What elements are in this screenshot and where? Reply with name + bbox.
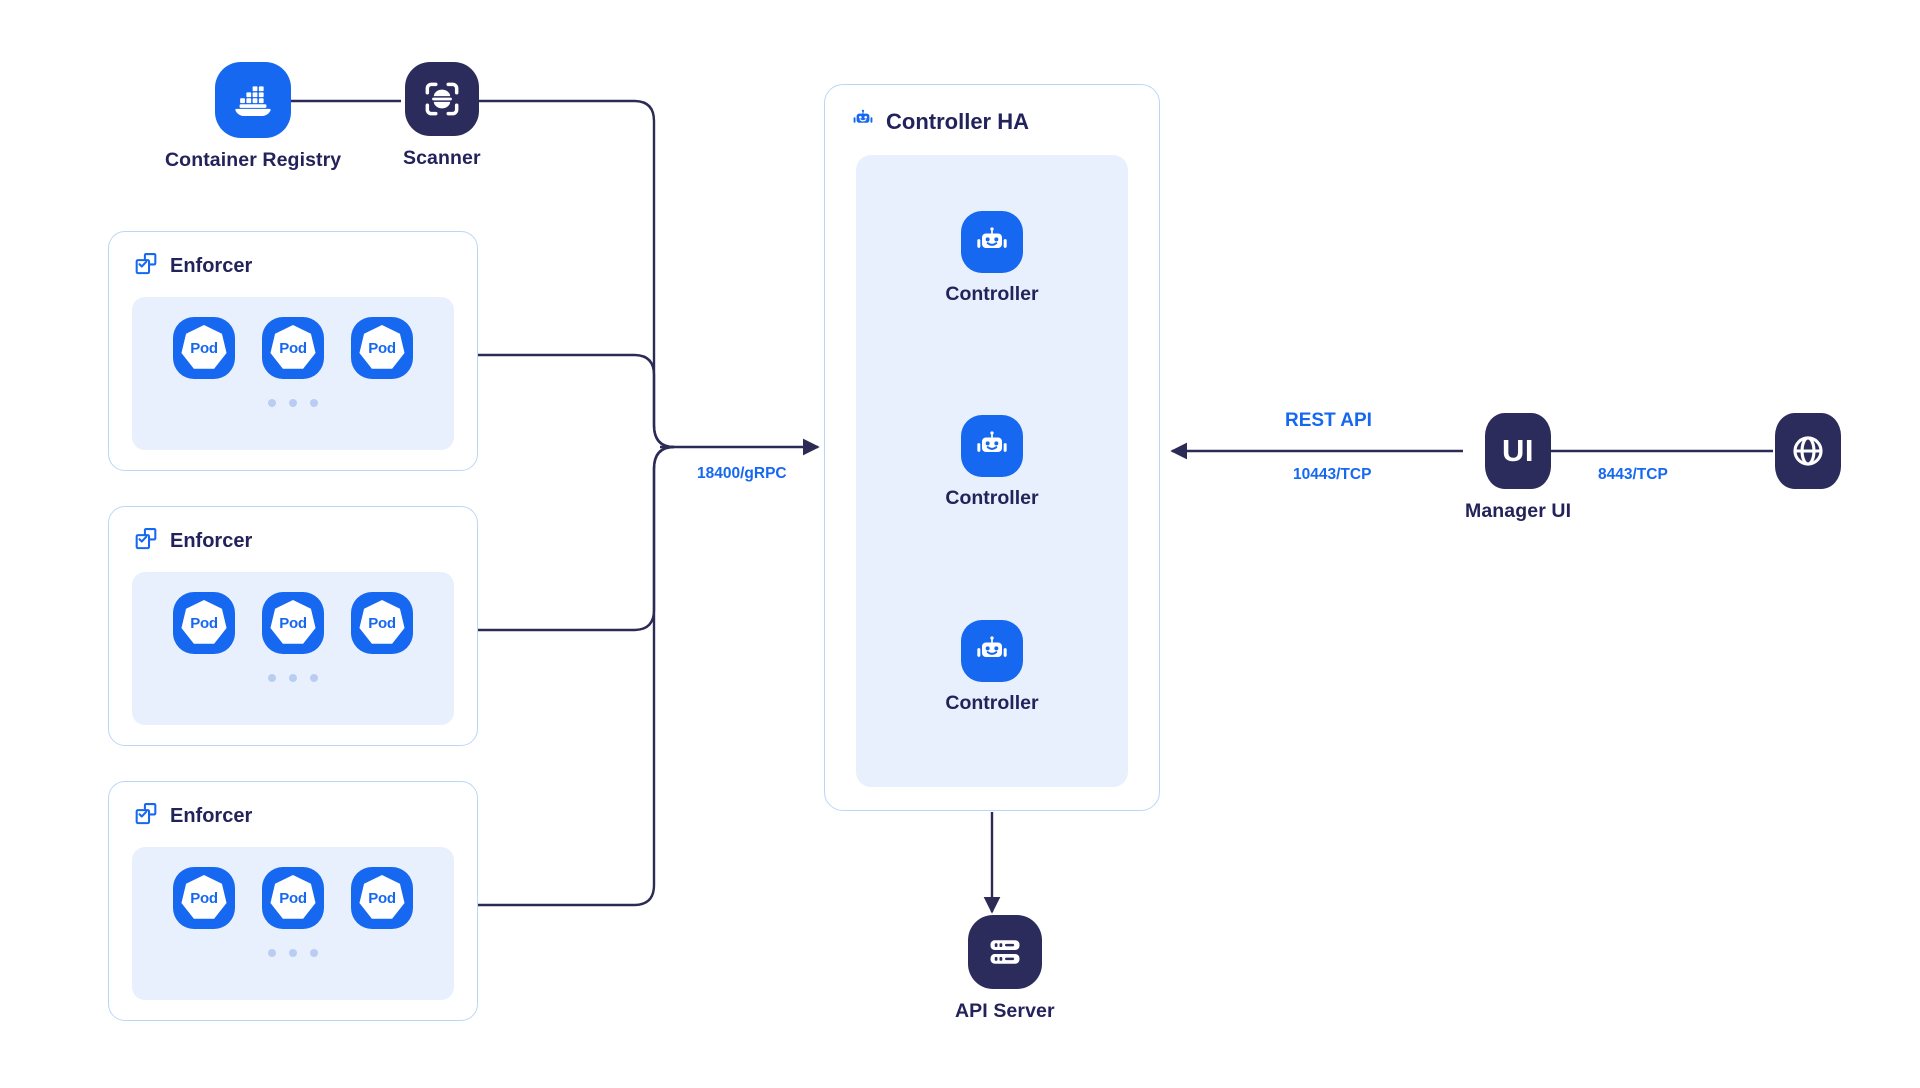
pod-label: Pod (368, 614, 396, 632)
controller-ha-title: Controller HA (886, 108, 1029, 134)
pod[interactable]: Pod (173, 317, 235, 379)
pods-overflow-dots-1 (132, 399, 454, 407)
enforcer-card-3[interactable]: Enforcer Pod Pod Pod (108, 781, 478, 1021)
pod[interactable]: Pod (173, 867, 235, 929)
enforcer-header-1: Enforcer (109, 232, 477, 282)
controller-label-1: Controller (945, 283, 1039, 305)
enforcer-pods-panel-2: Pod Pod Pod (132, 572, 454, 725)
enforcer-header-3: Enforcer (109, 782, 477, 832)
dot-icon (289, 399, 297, 407)
dot-icon (310, 674, 318, 682)
pod-label: Pod (279, 614, 307, 632)
container-registry-icon (215, 62, 292, 138)
robot-icon (961, 211, 1023, 273)
dot-icon (268, 399, 276, 407)
robot-icon (961, 620, 1023, 682)
api-server-icon (967, 915, 1042, 989)
pod-label: Pod (190, 339, 218, 357)
wire-enforcer1-to-trunk (478, 353, 675, 449)
enforcer-title-1: Enforcer (170, 255, 253, 277)
edge-label-grpc: 18400/gRPC (697, 465, 787, 482)
dot-icon (289, 674, 297, 682)
wire-enforcer2-to-trunk (478, 445, 675, 632)
dot-icon (268, 949, 276, 957)
pods-overflow-dots-2 (132, 674, 454, 682)
edge-label-rest-api: REST API (1285, 410, 1372, 431)
enforcer-title-3: Enforcer (170, 805, 253, 827)
enforcer-card-2[interactable]: Enforcer Pod Pod Pod (108, 506, 478, 746)
pod[interactable]: Pod (351, 867, 413, 929)
node-manager-ui[interactable]: UI Manager UI (1465, 413, 1571, 523)
dot-icon (310, 399, 318, 407)
wire-scanner-to-trunk (476, 99, 675, 449)
controller-label-2: Controller (945, 487, 1039, 509)
controller-label-3: Controller (945, 692, 1039, 714)
pod-label: Pod (190, 889, 218, 907)
controller-ha-inner-panel: Controller (856, 155, 1128, 787)
edge-label-8443-tcp: 8443/TCP (1598, 466, 1668, 483)
wire-enforcer3-to-trunk (478, 445, 675, 907)
controller-ha-header: Controller HA (825, 85, 1159, 136)
pod-row-3: Pod Pod Pod (132, 847, 454, 929)
ui-icon: UI (1485, 413, 1552, 489)
pod[interactable]: Pod (262, 317, 324, 379)
controller-node-3[interactable]: Controller (856, 620, 1128, 715)
manager-ui-label: Manager UI (1465, 500, 1572, 522)
ui-icon-text: UI (1502, 433, 1535, 468)
edge-label-10443-tcp: 10443/TCP (1293, 466, 1372, 483)
robot-icon (851, 107, 875, 136)
api-server-label: API Server (955, 1000, 1055, 1022)
enforcer-icon (133, 251, 159, 282)
enforcer-pods-panel-3: Pod Pod Pod (132, 847, 454, 1000)
dot-icon (310, 949, 318, 957)
pod[interactable]: Pod (351, 592, 413, 654)
node-scanner[interactable]: Scanner (403, 62, 481, 170)
pod[interactable]: Pod (262, 592, 324, 654)
container-registry-label: Container Registry (165, 149, 342, 171)
globe-icon (1775, 413, 1841, 489)
enforcer-card-1[interactable]: Enforcer Pod Pod Pod (108, 231, 478, 471)
pod-row-1: Pod Pod Pod (132, 297, 454, 379)
node-api-server[interactable]: API Server (955, 915, 1055, 1023)
enforcer-header-2: Enforcer (109, 507, 477, 557)
dot-icon (289, 949, 297, 957)
dot-icon (268, 674, 276, 682)
pod-label: Pod (368, 889, 396, 907)
pod-label: Pod (368, 339, 396, 357)
pod[interactable]: Pod (351, 317, 413, 379)
controller-ha-panel[interactable]: Controller HA (824, 84, 1160, 811)
pods-overflow-dots-3 (132, 949, 454, 957)
node-container-registry[interactable]: Container Registry (165, 62, 341, 172)
scanner-label: Scanner (403, 147, 481, 169)
node-browser[interactable] (1775, 413, 1841, 489)
scanner-icon (404, 62, 479, 136)
enforcer-pods-panel-1: Pod Pod Pod (132, 297, 454, 450)
pod-row-2: Pod Pod Pod (132, 572, 454, 654)
enforcer-title-2: Enforcer (170, 530, 253, 552)
enforcer-icon (133, 526, 159, 557)
pod-label: Pod (279, 889, 307, 907)
pod[interactable]: Pod (173, 592, 235, 654)
robot-icon (961, 415, 1023, 477)
pod[interactable]: Pod (262, 867, 324, 929)
enforcer-icon (133, 801, 159, 832)
pod-label: Pod (190, 614, 218, 632)
controller-node-2[interactable]: Controller (856, 415, 1128, 510)
pod-label: Pod (279, 339, 307, 357)
controller-node-1[interactable]: Controller (856, 211, 1128, 306)
